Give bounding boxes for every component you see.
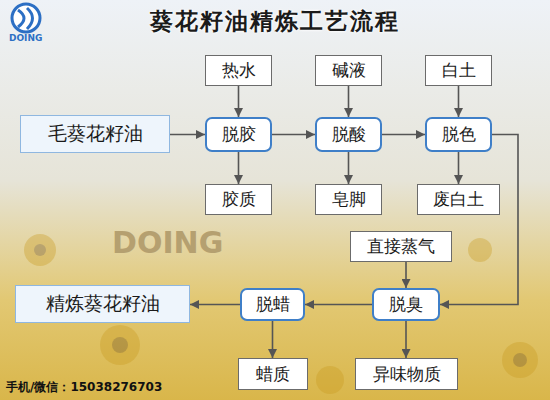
node-text: 热水 [222, 59, 256, 82]
contact-number: 手机/微信：15038276703 [6, 379, 162, 396]
flow-arrow [170, 134, 205, 136]
node-text: 蜡质 [256, 363, 290, 386]
node-text: 异味物质 [373, 363, 441, 386]
node-text: 脱酸 [332, 123, 366, 146]
process-box: 脱色 [425, 117, 492, 152]
node-text: 碱液 [332, 59, 366, 82]
flow-arrow [272, 134, 315, 136]
node-text: 胶质 [222, 188, 256, 211]
node-text: 脱色 [442, 123, 476, 146]
node-text: 毛葵花籽油 [48, 121, 143, 147]
node-text: 精炼葵花籽油 [46, 291, 160, 317]
oil-box: 毛葵花籽油 [20, 115, 170, 153]
process-box: 脱胶 [205, 117, 272, 152]
flow-arrow [458, 152, 460, 184]
flow-arrow [238, 86, 240, 117]
logo-text: DOING [9, 33, 42, 43]
material-box: 异味物质 [355, 358, 458, 390]
flow-arrow [405, 262, 407, 288]
material-box: 废白土 [417, 184, 500, 215]
material-box: 白土 [425, 55, 492, 86]
node-text: 脱蜡 [256, 293, 290, 316]
material-box: 皂脚 [315, 184, 382, 215]
process-box: 脱酸 [315, 117, 382, 152]
flow-arrow [382, 134, 425, 136]
process-box: 脱臭 [372, 288, 440, 321]
flow-arrow [440, 135, 518, 305]
material-box: 直接蒸气 [350, 231, 452, 262]
node-text: 脱臭 [389, 293, 423, 316]
material-box: 热水 [205, 55, 272, 86]
flow-arrow [348, 152, 350, 184]
flow-arrow [238, 152, 240, 184]
oil-box: 精炼葵花籽油 [15, 285, 190, 323]
flow-arrow [272, 321, 274, 358]
node-text: 白土 [442, 59, 476, 82]
process-box: 脱蜡 [240, 288, 305, 321]
node-text: 废白土 [433, 188, 484, 211]
material-box: 胶质 [205, 184, 272, 215]
flow-arrow [458, 86, 460, 117]
flow-arrow [305, 304, 372, 306]
node-text: 直接蒸气 [367, 235, 435, 258]
diagram-title: 葵花籽油精炼工艺流程 [0, 6, 550, 37]
flow-arrow [348, 86, 350, 117]
node-text: 脱胶 [222, 123, 256, 146]
node-text: 皂脚 [332, 188, 366, 211]
sunflower-pattern [24, 234, 538, 394]
material-box: 蜡质 [238, 358, 308, 390]
material-box: 碱液 [315, 55, 382, 86]
flow-arrow [405, 321, 407, 358]
flow-arrow [190, 304, 240, 306]
logo-mark [12, 4, 40, 32]
watermark: DOING [112, 225, 223, 260]
